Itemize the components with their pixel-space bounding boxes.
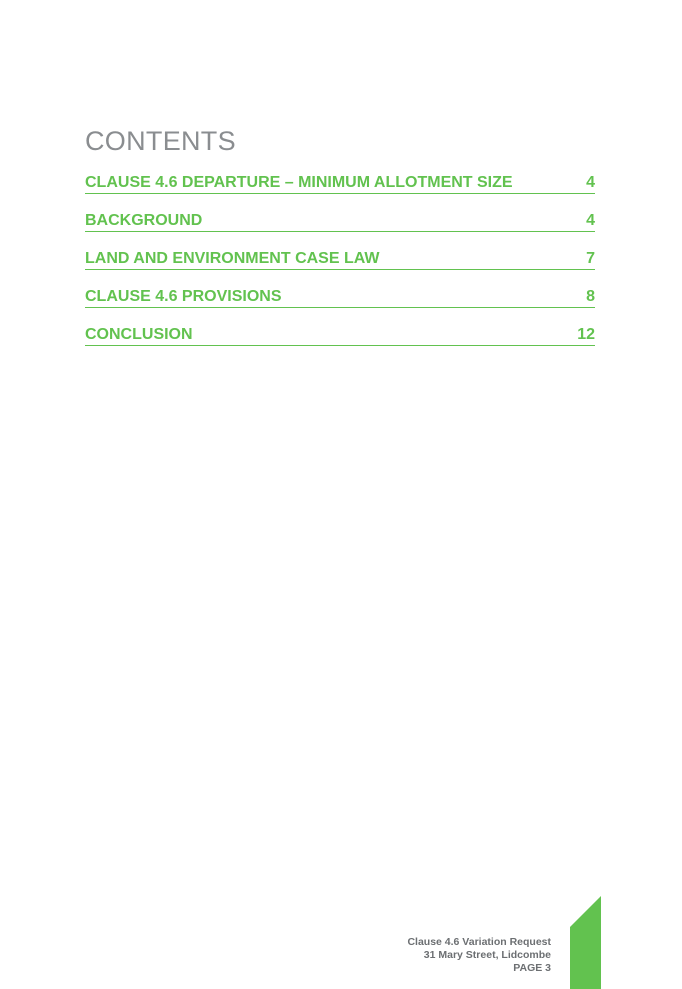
footer-document-title: Clause 4.6 Variation Request — [407, 936, 551, 948]
toc-entry-page-number: 7 — [586, 250, 595, 267]
toc-entry-page-number: 4 — [586, 174, 595, 191]
toc-entry-label: BACKGROUND — [85, 212, 203, 229]
footer-address: 31 Mary Street, Lidcombe — [423, 949, 551, 961]
toc-entry-label: LAND AND ENVIRONMENT CASE LAW — [85, 250, 380, 267]
corner-tab-decoration — [570, 896, 601, 989]
table-of-contents: CLAUSE 4.6 DEPARTURE – MINIMUM ALLOTMENT… — [85, 171, 595, 361]
toc-entry-page-number: 12 — [577, 326, 595, 343]
toc-entry-conclusion[interactable]: CONCLUSION 12 — [85, 323, 595, 346]
toc-entry-clause-departure[interactable]: CLAUSE 4.6 DEPARTURE – MINIMUM ALLOTMENT… — [85, 171, 595, 194]
toc-entry-label: CLAUSE 4.6 PROVISIONS — [85, 288, 282, 305]
toc-entry-label: CLAUSE 4.6 DEPARTURE – MINIMUM ALLOTMENT… — [85, 174, 513, 191]
footer-page-number: PAGE 3 — [513, 962, 551, 974]
toc-entry-label: CONCLUSION — [85, 326, 193, 343]
page-title: CONTENTS — [85, 126, 236, 156]
toc-entry-background[interactable]: BACKGROUND 4 — [85, 209, 595, 232]
toc-entry-provisions[interactable]: CLAUSE 4.6 PROVISIONS 8 — [85, 285, 595, 308]
toc-entry-page-number: 4 — [586, 212, 595, 229]
toc-entry-case-law[interactable]: LAND AND ENVIRONMENT CASE LAW 7 — [85, 247, 595, 270]
page-footer: Clause 4.6 Variation Request 31 Mary Str… — [407, 936, 551, 975]
corner-tab-shape — [570, 896, 601, 989]
toc-entry-page-number: 8 — [586, 288, 595, 305]
